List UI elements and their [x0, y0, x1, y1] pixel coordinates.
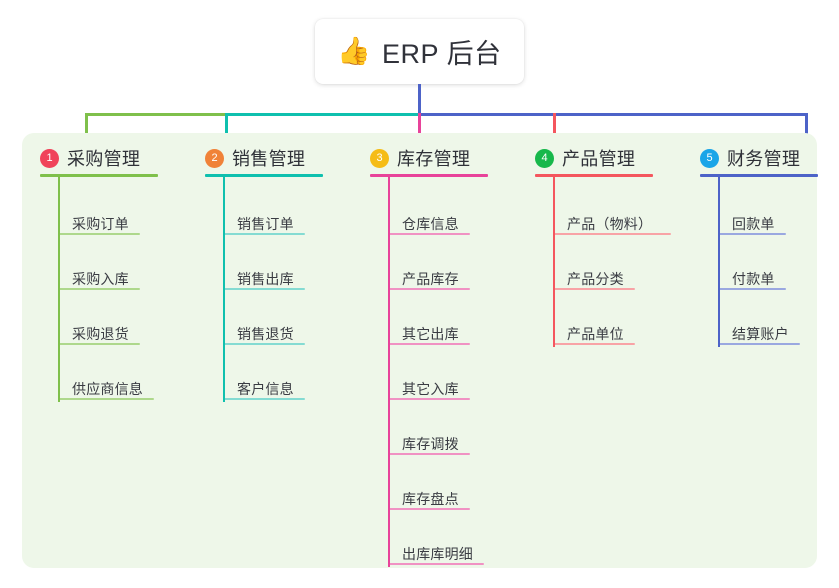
leaf-node-label: 销售退货	[237, 326, 294, 342]
leaf-node-rule	[553, 343, 635, 345]
bus-segment-mid	[225, 113, 418, 116]
leaf-node-label: 回款单	[732, 216, 775, 232]
leaf-node-label: 付款单	[732, 271, 775, 287]
root-node[interactable]: 👍 ERP 后台	[315, 19, 524, 84]
leaf-node-rule	[58, 233, 140, 235]
column-badge-4: 4	[535, 148, 554, 168]
leaf-node-rule	[58, 343, 140, 345]
column-spine	[553, 177, 555, 347]
column-header-rule	[40, 174, 158, 177]
column-badge-3: 3	[370, 148, 389, 168]
leaf-node-label: 产品库存	[402, 271, 459, 287]
column-header-4[interactable]: 4 产品管理	[535, 145, 635, 171]
leaf-node-label: 库存调拨	[402, 436, 459, 452]
leaf-node-rule	[553, 288, 635, 290]
leaf-node-rule	[388, 398, 470, 400]
bus-segment-right	[418, 113, 808, 116]
column-header-3[interactable]: 3 库存管理	[370, 145, 470, 171]
leaf-node-rule	[388, 508, 470, 510]
column-title: 采购管理	[67, 149, 141, 169]
thumbs-up-icon: 👍	[337, 36, 372, 66]
column-spine	[223, 177, 225, 402]
leaf-node-label: 仓库信息	[402, 216, 459, 232]
leaf-node-rule	[553, 233, 671, 235]
column-badge-1: 1	[40, 148, 59, 168]
leaf-node-label: 客户信息	[237, 381, 294, 397]
leaf-node-rule	[388, 343, 470, 345]
leaf-node-label: 库存盘点	[402, 491, 459, 507]
trunk-line	[418, 84, 421, 116]
drop-line-5	[805, 113, 808, 150]
leaf-node-rule	[718, 343, 800, 345]
leaf-node-label: 结算账户	[732, 326, 789, 342]
column-header-5[interactable]: 5 财务管理	[700, 145, 800, 171]
column-spine	[58, 177, 60, 402]
column-header-rule	[205, 174, 323, 177]
column-title: 产品管理	[562, 149, 636, 169]
leaf-node-rule	[388, 233, 470, 235]
leaf-node-label: 供应商信息	[72, 381, 143, 397]
column-header-rule	[700, 174, 818, 177]
column-header-rule	[535, 174, 653, 177]
leaf-node-label: 销售订单	[237, 216, 294, 232]
column-spine	[388, 177, 390, 567]
leaf-node-rule	[223, 398, 305, 400]
drop-line-4	[553, 113, 556, 150]
leaf-node-label: 产品分类	[567, 271, 624, 287]
column-title: 销售管理	[232, 149, 306, 169]
column-badge-2: 2	[205, 148, 224, 168]
leaf-node-label: 销售出库	[237, 271, 294, 287]
drop-line-3	[418, 113, 421, 150]
leaf-node-label: 产品单位	[567, 326, 624, 342]
leaf-node-rule	[388, 288, 470, 290]
leaf-node-label: 采购入库	[72, 271, 129, 287]
departments-panel: 1 采购管理采购订单采购入库采购退货供应商信息 2 销售管理销售订单销售出库销售退货客…	[22, 133, 818, 568]
root-node-content: 👍 ERP 后台	[337, 32, 501, 71]
leaf-node-rule	[58, 398, 154, 400]
leaf-node-rule	[718, 288, 786, 290]
leaf-node-rule	[388, 563, 484, 565]
column-header-rule	[370, 174, 488, 177]
leaf-node-rule	[223, 343, 305, 345]
leaf-node-label: 出库库明细	[402, 546, 473, 562]
leaf-node-label: 其它入库	[402, 381, 459, 397]
column-title: 库存管理	[397, 149, 471, 169]
leaf-node-label: 采购订单	[72, 216, 129, 232]
drop-line-2	[225, 113, 228, 150]
root-node-label: ERP 后台	[382, 39, 502, 69]
drop-line-1	[85, 113, 88, 150]
leaf-node-label: 采购退货	[72, 326, 129, 342]
column-header-1[interactable]: 1 采购管理	[40, 145, 140, 171]
leaf-node-rule	[223, 233, 305, 235]
leaf-node-label: 其它出库	[402, 326, 459, 342]
column-spine	[718, 177, 720, 347]
column-header-2[interactable]: 2 销售管理	[205, 145, 305, 171]
column-title: 财务管理	[727, 149, 801, 169]
column-badge-5: 5	[700, 148, 719, 168]
leaf-node-rule	[58, 288, 140, 290]
leaf-node-label: 产品（物料）	[567, 216, 653, 232]
bus-segment-left	[85, 113, 225, 116]
leaf-node-rule	[388, 453, 470, 455]
leaf-node-rule	[223, 288, 305, 290]
leaf-node-rule	[718, 233, 786, 235]
